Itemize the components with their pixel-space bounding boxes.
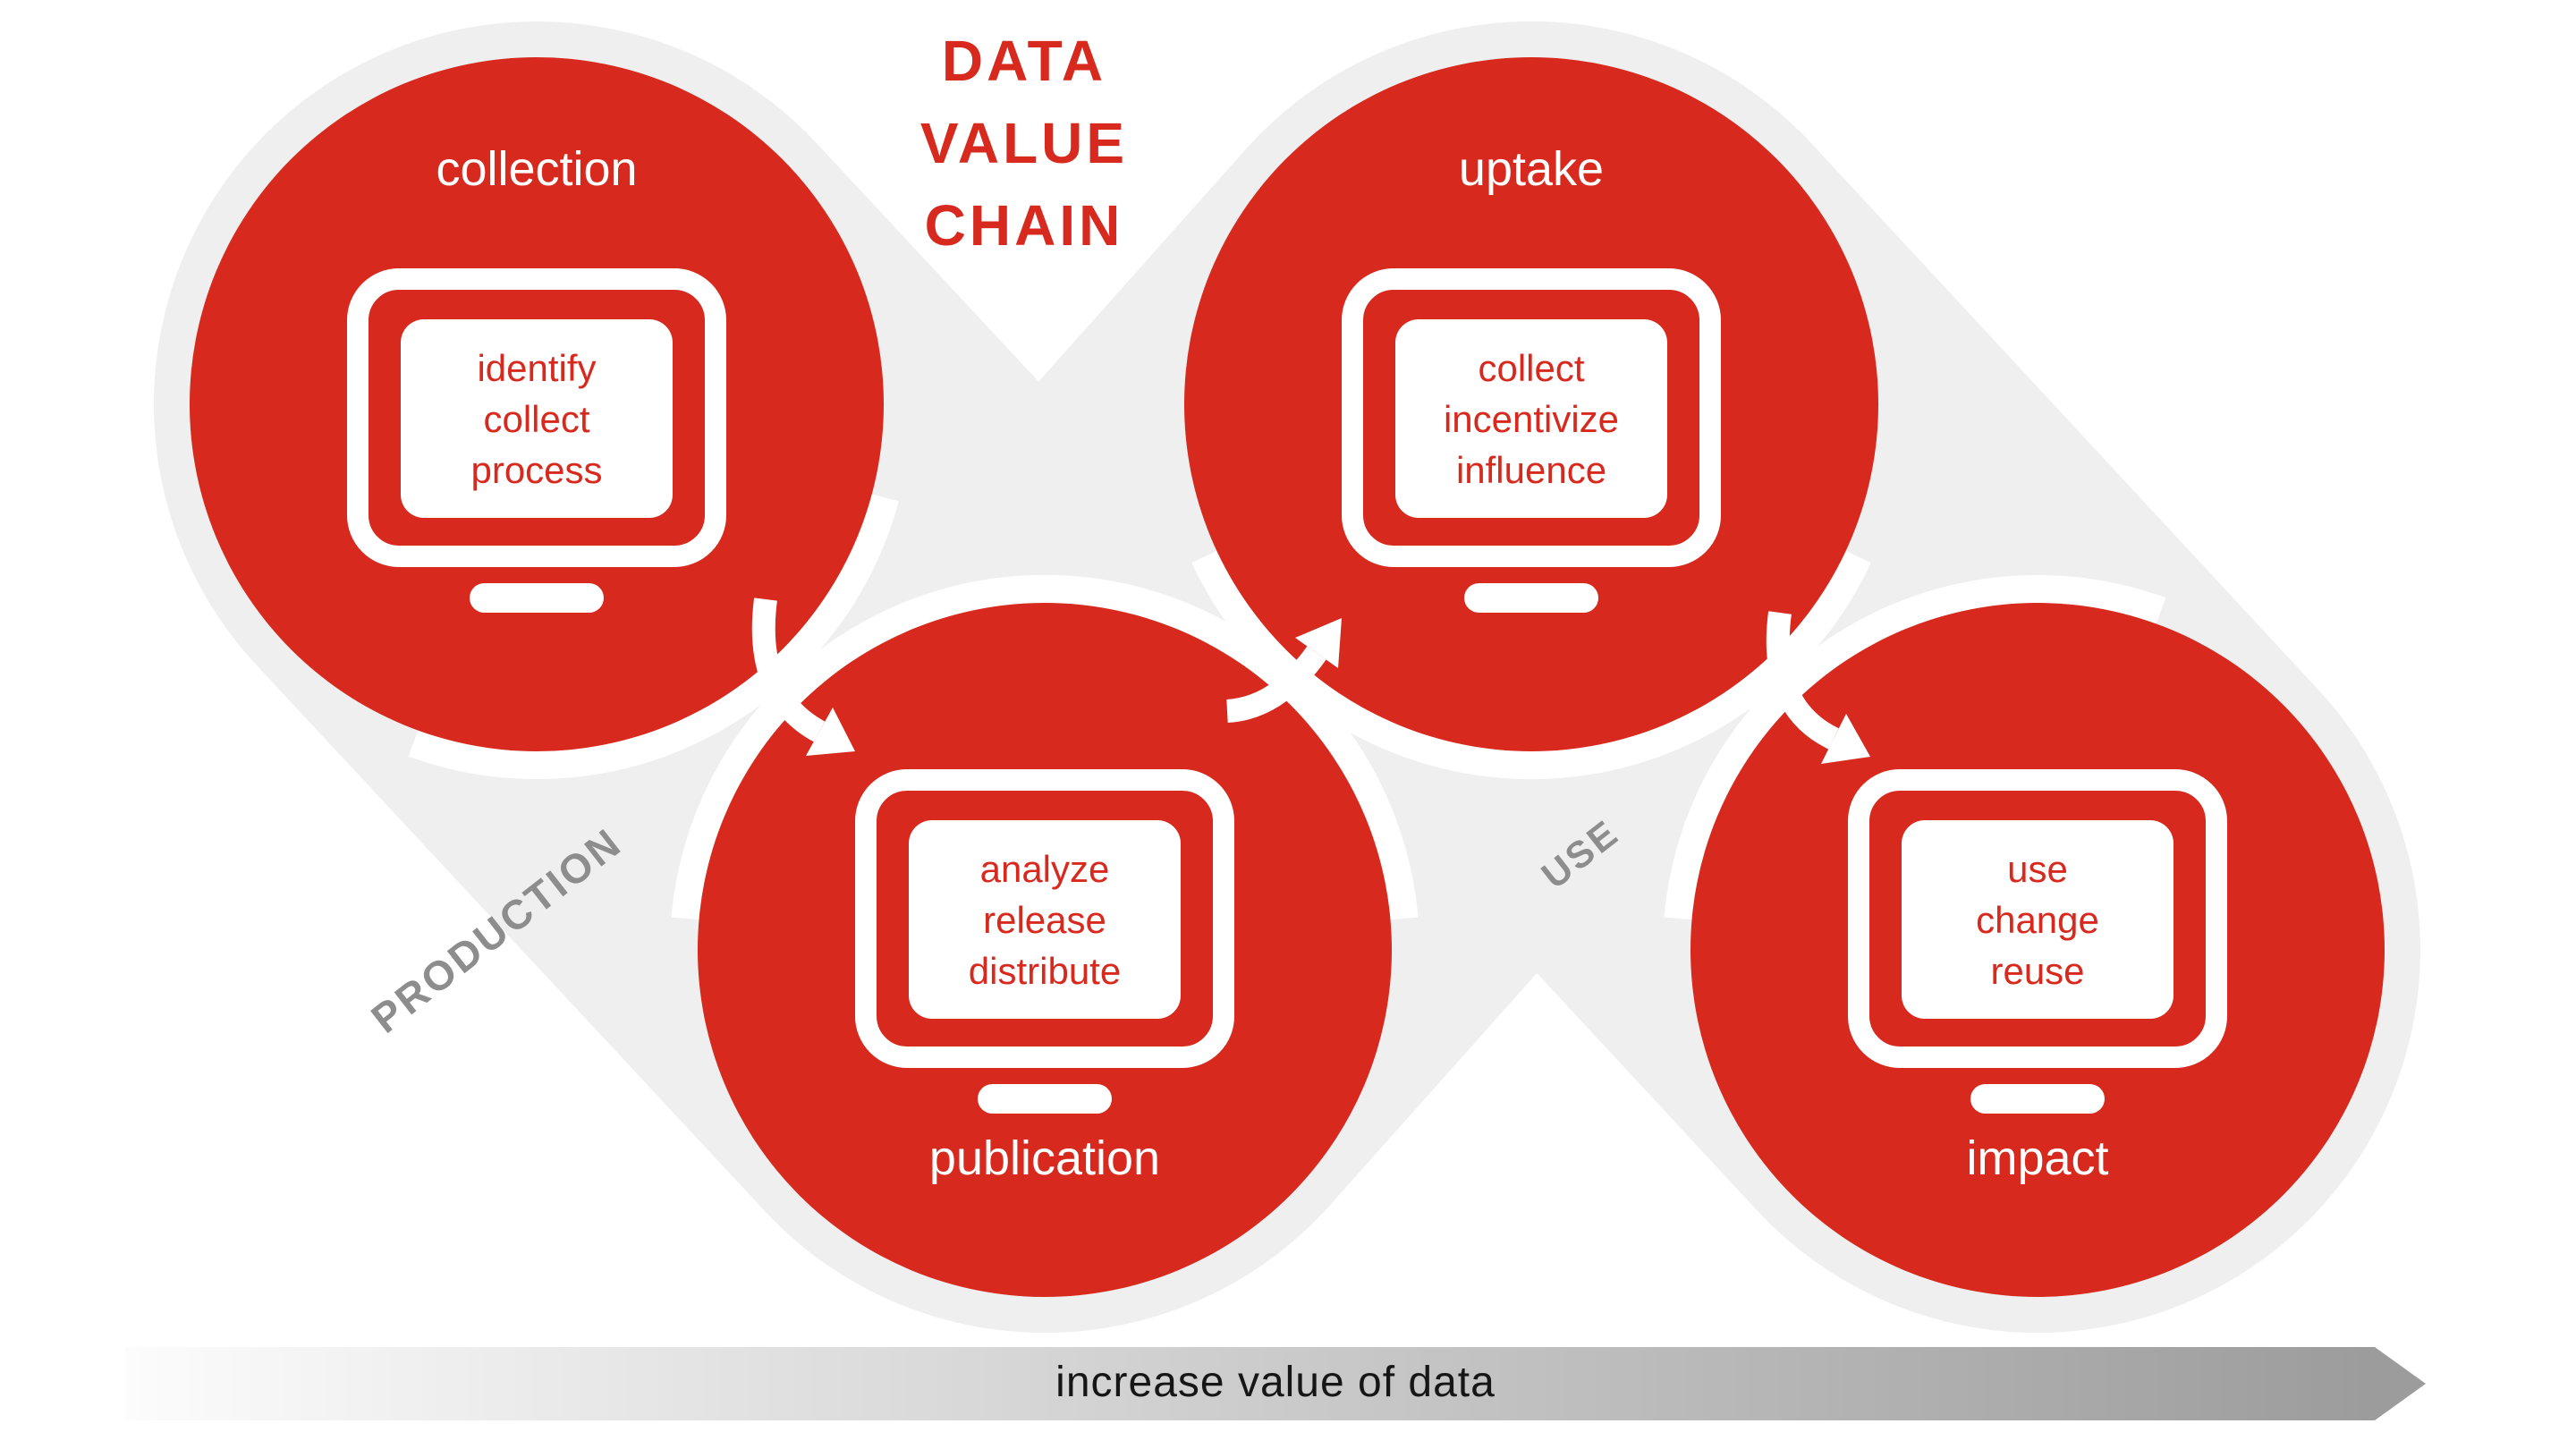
value-axis-arrow (125, 1347, 2426, 1420)
screen-line: influence (1455, 448, 1607, 491)
diagram-title-line: DATA (941, 29, 1107, 93)
screen-line: distribute (968, 949, 1122, 992)
gap-ring-collection (408, 493, 899, 779)
stage-label-collection: collection (436, 142, 638, 196)
diagram-title: DATA VALUE CHAIN (845, 20, 1203, 267)
screen-line: process (470, 448, 603, 491)
screen-text-publication: analyze release distribute (909, 820, 1181, 1019)
diagram-title-line: VALUE (919, 111, 1129, 175)
screen-line: change (1976, 898, 2099, 941)
gap-ring-publication (671, 574, 1419, 920)
screen-line: collect (1478, 346, 1585, 389)
screen-text-collection: identify collect process (401, 319, 673, 518)
stage-label-publication: publication (928, 1131, 1161, 1185)
screen-text-impact: use change reuse (1902, 820, 2174, 1019)
screen-line: identify (477, 346, 597, 389)
stage-label-impact: impact (1966, 1131, 2109, 1185)
screen-text-uptake: collect incentivize influence (1395, 319, 1667, 518)
screen-line: collect (483, 397, 590, 440)
diagram-title-line: CHAIN (924, 193, 1124, 258)
screen-line: use (2007, 847, 2068, 890)
screen-line: incentivize (1443, 397, 1620, 440)
screen-line: analyze (979, 847, 1110, 890)
curved-arrow-icon-uptake-impact (1766, 611, 1870, 764)
screen-line: release (983, 898, 1106, 941)
stage-label-uptake: uptake (1458, 142, 1605, 196)
screen-line: reuse (1990, 949, 2085, 992)
gap-ring-impact (1664, 575, 2166, 920)
value-arrow-label: increase value of data (1055, 1359, 1496, 1406)
curved-arrow-icon-collection-publication (751, 597, 855, 756)
curved-arrow-icon-publication-uptake (1225, 618, 1342, 723)
